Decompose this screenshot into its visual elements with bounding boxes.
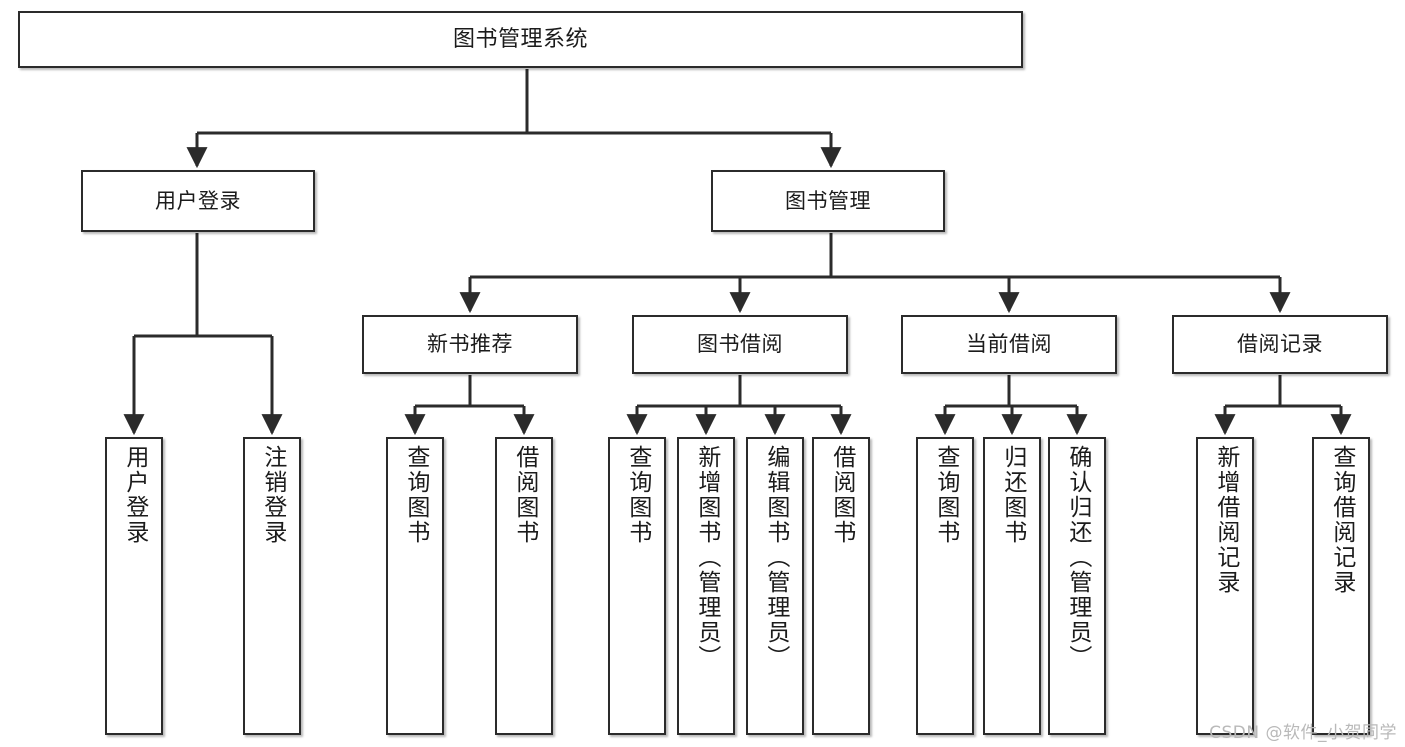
node-current-borrow[interactable]: 当前借阅 [901, 315, 1117, 374]
node-new-book-recommend-label: 新书推荐 [427, 332, 513, 357]
node-book-manage-label: 图书管理 [785, 188, 871, 213]
node-leaf-query-book-recommend-label: 查询图书 [402, 445, 429, 545]
node-borrow-record[interactable]: 借阅记录 [1172, 315, 1388, 374]
node-new-book-recommend[interactable]: 新书推荐 [362, 315, 578, 374]
node-root[interactable]: 图书管理系统 [18, 11, 1023, 68]
node-leaf-user-login[interactable]: 用户登录 [105, 437, 163, 735]
node-book-borrow-label: 图书借阅 [697, 332, 783, 357]
node-borrow-record-label: 借阅记录 [1237, 332, 1323, 357]
node-leaf-add-book[interactable]: 新增图书（管理员） [677, 437, 735, 735]
node-leaf-query-borrow-record[interactable]: 查询借阅记录 [1312, 437, 1370, 735]
node-leaf-logout[interactable]: 注销登录 [243, 437, 301, 735]
node-leaf-borrow-book-label: 借阅图书 [828, 445, 855, 545]
node-user-login[interactable]: 用户登录 [81, 170, 315, 232]
node-user-login-label: 用户登录 [155, 188, 241, 213]
node-leaf-return-book[interactable]: 归还图书 [983, 437, 1041, 735]
node-leaf-add-borrow-record[interactable]: 新增借阅记录 [1196, 437, 1254, 735]
node-leaf-add-book-label: 新增图书（管理员） [693, 445, 720, 670]
node-leaf-add-borrow-record-label: 新增借阅记录 [1212, 445, 1239, 595]
node-leaf-edit-book-label: 编辑图书（管理员） [762, 445, 789, 670]
node-leaf-borrow-book[interactable]: 借阅图书 [812, 437, 870, 735]
node-leaf-logout-label: 注销登录 [259, 445, 286, 545]
node-book-manage[interactable]: 图书管理 [711, 170, 945, 232]
node-current-borrow-label: 当前借阅 [966, 332, 1052, 357]
node-leaf-borrow-book-recommend-label: 借阅图书 [511, 445, 538, 545]
node-leaf-edit-book[interactable]: 编辑图书（管理员） [746, 437, 804, 735]
node-leaf-query-borrow-record-label: 查询借阅记录 [1328, 445, 1355, 595]
node-leaf-confirm-return-label: 确认归还（管理员） [1064, 445, 1091, 670]
node-root-label: 图书管理系统 [452, 26, 588, 52]
node-leaf-query-book-recommend[interactable]: 查询图书 [386, 437, 444, 735]
node-leaf-borrow-book-recommend[interactable]: 借阅图书 [495, 437, 553, 735]
node-leaf-query-book-borrow-label: 查询图书 [624, 445, 651, 545]
node-leaf-query-book-borrow[interactable]: 查询图书 [608, 437, 666, 735]
node-book-borrow[interactable]: 图书借阅 [632, 315, 848, 374]
watermark: CSDN @软件_小贺同学 [1209, 723, 1397, 743]
node-leaf-confirm-return[interactable]: 确认归还（管理员） [1048, 437, 1106, 735]
node-leaf-return-book-label: 归还图书 [999, 445, 1026, 545]
node-leaf-user-login-label: 用户登录 [121, 445, 148, 545]
node-leaf-query-book-current[interactable]: 查询图书 [916, 437, 974, 735]
node-leaf-query-book-current-label: 查询图书 [932, 445, 959, 545]
